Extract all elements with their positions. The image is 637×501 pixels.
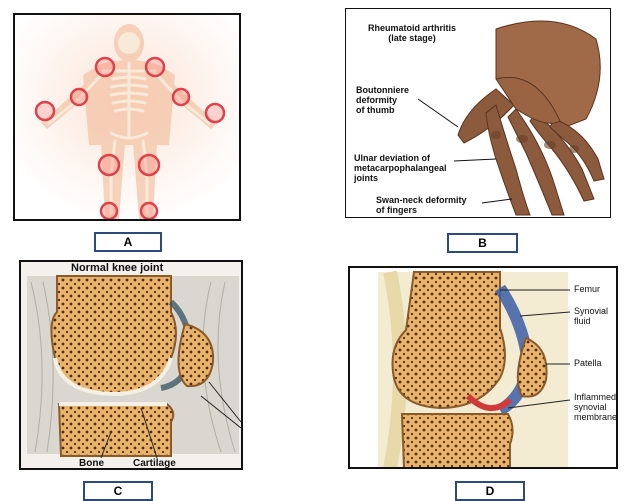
label-bone: Bone xyxy=(79,459,104,469)
panel-d-inflamed-knee: Femur Synovial fluid Patella Inflammed s… xyxy=(348,266,618,469)
skeleton-illustration xyxy=(15,15,241,221)
panel-d-tag: D xyxy=(455,481,525,501)
label-femur: Femur xyxy=(574,284,600,294)
label-ulnar-deviation: Ulnar deviation of metacarpophalangeal j… xyxy=(354,153,464,183)
normal-knee-title: Normal knee joint xyxy=(71,263,163,273)
inflamed-knee-illustration xyxy=(350,268,618,469)
label-boutonniere: Boutonniere deformity of thumb xyxy=(356,85,426,115)
label-inflamed-membrane: Inflammed synovial membrane xyxy=(574,392,617,422)
label-patella: Patella xyxy=(574,358,602,368)
panel-b-hand: Rheumatoid arthritis (late stage) Bouton… xyxy=(345,8,611,218)
panel-b-tag: B xyxy=(447,233,518,253)
panel-c-normal-knee: Normal knee joint Bone Cartilage xyxy=(19,260,243,470)
panel-a-tag: A xyxy=(94,232,162,252)
panel-a-skeleton xyxy=(13,13,241,221)
normal-knee-illustration xyxy=(21,262,243,470)
label-cartilage: Cartilage xyxy=(133,459,176,469)
label-synovial-fluid: Synovial fluid xyxy=(574,306,608,326)
label-swan-neck: Swan-neck deformity of fingers xyxy=(376,195,486,215)
ra-stage-title: Rheumatoid arthritis (late stage) xyxy=(352,23,472,43)
panel-c-tag: C xyxy=(83,481,153,501)
